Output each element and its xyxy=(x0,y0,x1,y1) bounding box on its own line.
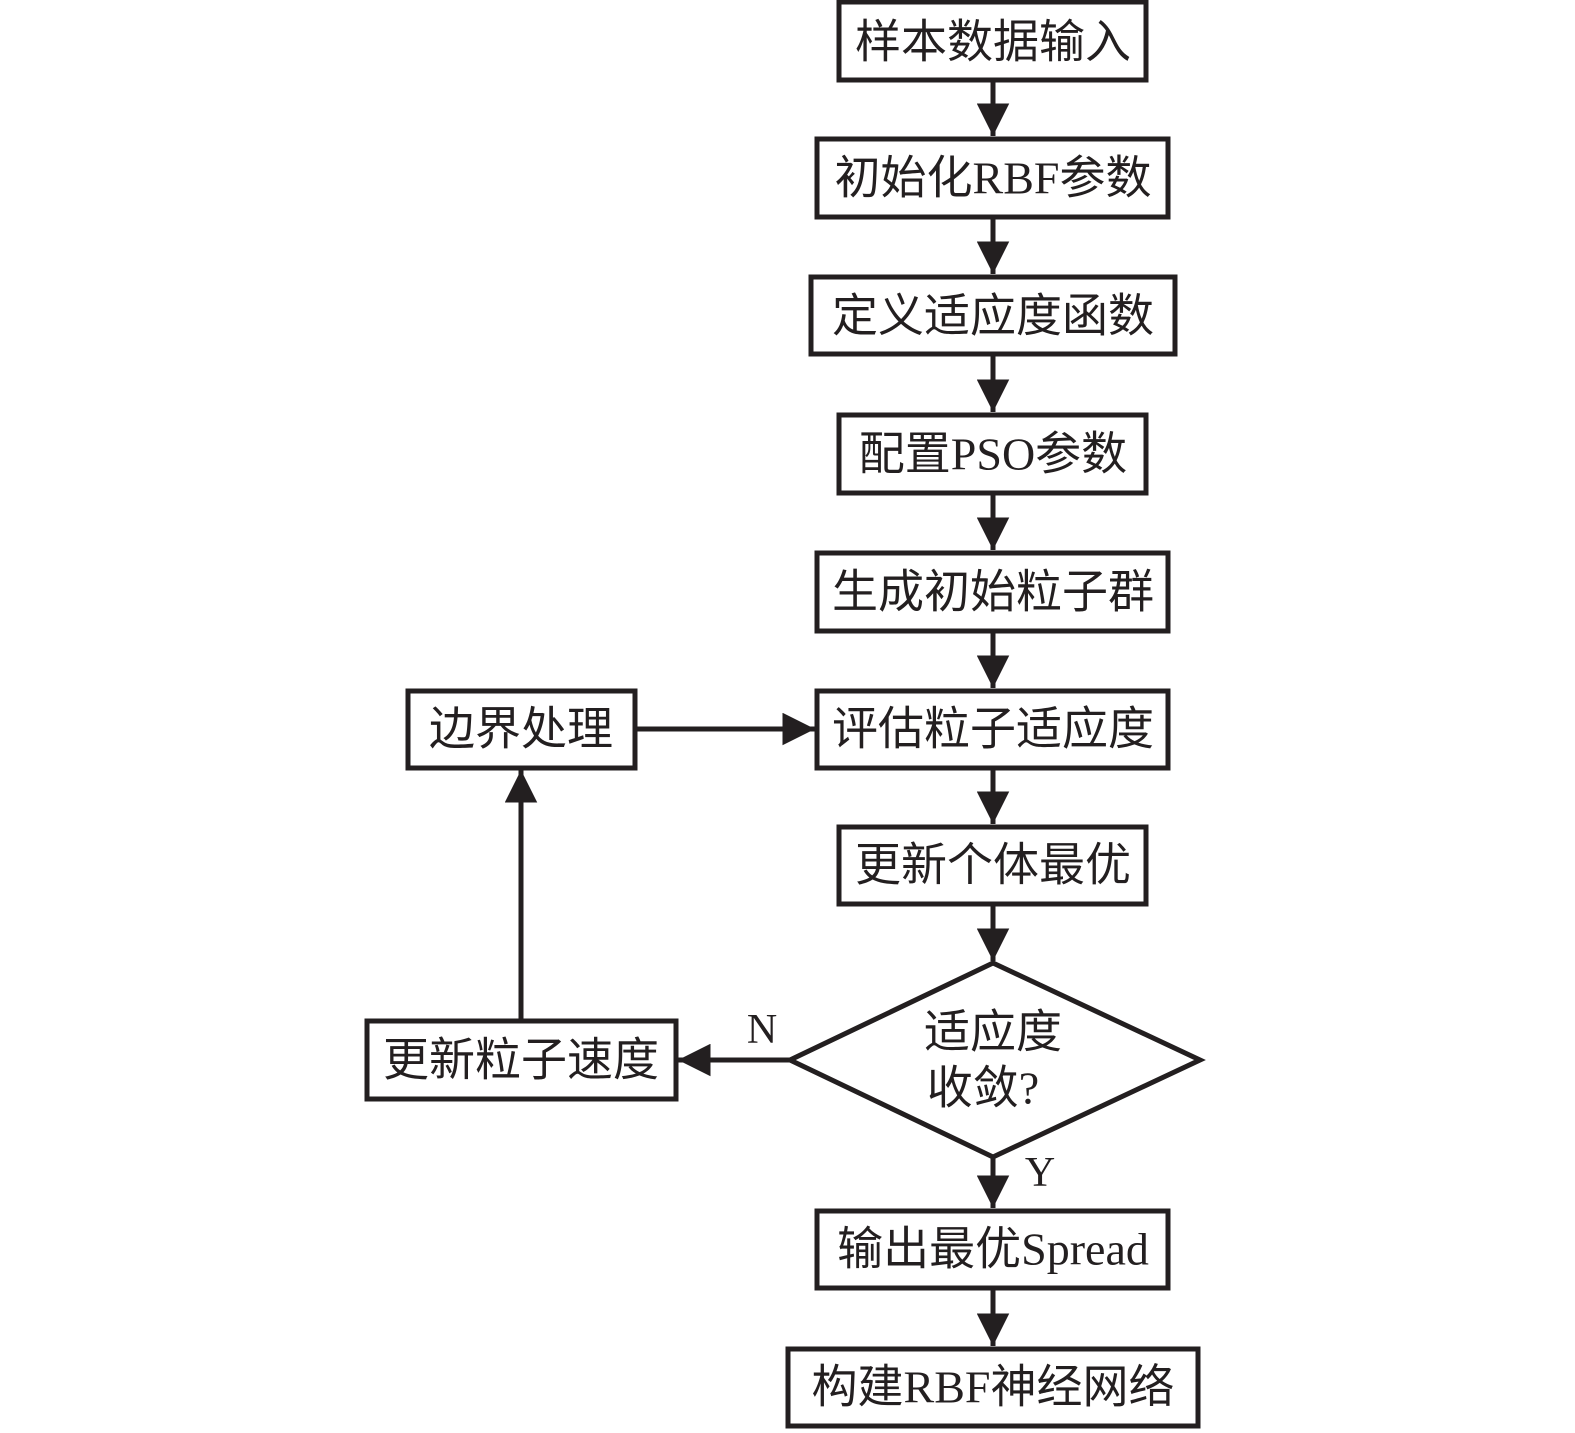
edge-label-yes: Y xyxy=(1025,1150,1055,1196)
node-update-velocity: 更新粒子速度 xyxy=(364,1018,679,1102)
node-init-rbf-params: 初始化RBF参数 xyxy=(814,136,1171,220)
decision-label-line-2: 收敛? xyxy=(927,1063,1039,1114)
node-config-pso-params: 配置PSO参数 xyxy=(836,412,1149,496)
node-label: 评估粒子适应度 xyxy=(832,704,1154,755)
node-sample-input: 样本数据输入 xyxy=(836,0,1149,83)
node-label: 构建RBF神经网络 xyxy=(812,1362,1175,1413)
node-label: 定义适应度函数 xyxy=(832,291,1154,342)
node-define-fitness-function: 定义适应度函数 xyxy=(808,274,1178,357)
node-generate-swarm: 生成初始粒子群 xyxy=(814,550,1171,634)
node-label: 边界处理 xyxy=(429,704,613,755)
node-label: 样本数据输入 xyxy=(855,17,1131,68)
node-label: 初始化RBF参数 xyxy=(835,153,1152,204)
node-label: 更新个体最优 xyxy=(855,840,1131,891)
node-label: 输出最优Spread xyxy=(837,1224,1149,1275)
node-build-rbf-network: 构建RBF神经网络 xyxy=(785,1346,1201,1429)
node-output-best-spread: 输出最优Spread xyxy=(814,1208,1171,1291)
node-evaluate-fitness: 评估粒子适应度 xyxy=(814,688,1171,771)
node-label: 更新粒子速度 xyxy=(383,1035,659,1086)
node-label: 生成初始粒子群 xyxy=(832,567,1154,618)
edge-label-no: N xyxy=(747,1007,777,1053)
node-boundary-handling: 边界处理 xyxy=(405,688,638,771)
node-label: 配置PSO参数 xyxy=(859,429,1127,480)
decision-label-line-1: 适应度 xyxy=(924,1007,1062,1058)
node-converged-decision: 适应度 收敛? xyxy=(784,960,1206,1160)
node-update-personal-best: 更新个体最优 xyxy=(836,824,1149,907)
